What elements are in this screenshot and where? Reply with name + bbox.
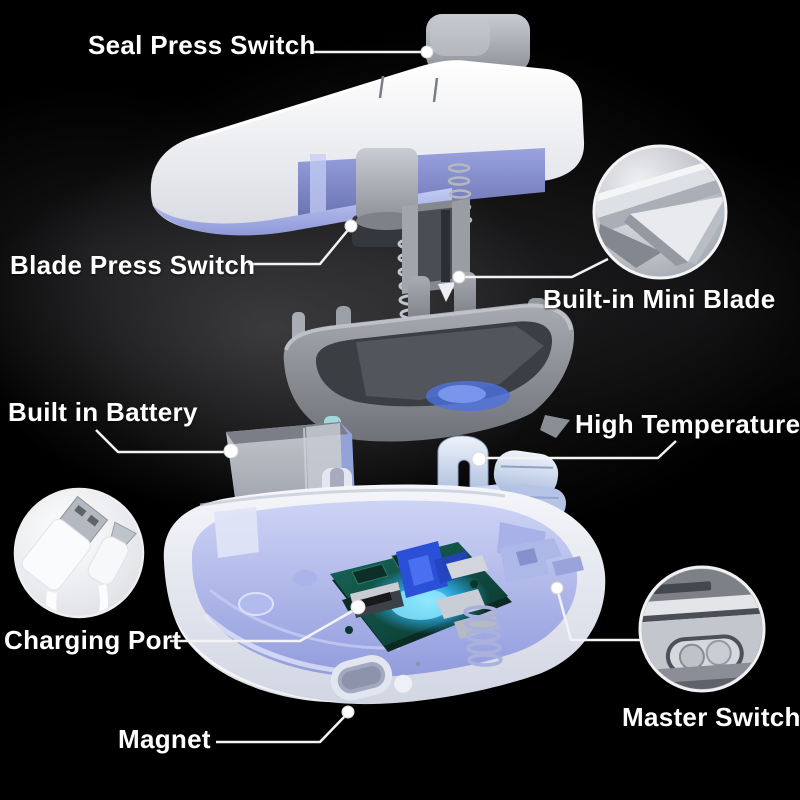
mini-blade-carrier	[402, 198, 470, 302]
label-built-in-mini-blade: Built-in Mini Blade	[543, 284, 776, 314]
mini-blade	[441, 210, 450, 282]
leader-lines	[95, 50, 677, 744]
label-seal-press-switch: Seal Press Switch	[88, 30, 316, 60]
mini-blade-inset	[592, 144, 728, 280]
master-switch-inset	[638, 565, 766, 693]
usb-a-plug	[21, 495, 109, 591]
label-charging-port: Charging Port	[4, 625, 182, 655]
leader-dots	[223, 45, 564, 719]
label-master-switch: Master Switch	[622, 702, 800, 732]
sealer-device	[150, 14, 606, 705]
label-magnet: Magnet	[118, 724, 211, 754]
leader-blade-press-switch	[248, 229, 349, 266]
circuit-board	[330, 541, 512, 652]
leader-built-in-mini-blade	[462, 257, 609, 279]
master-switch-part	[500, 538, 584, 583]
seal-press-knob	[426, 14, 530, 72]
micro-usb-plug	[87, 521, 137, 585]
leader-charging-port	[170, 607, 357, 643]
label-blade-press-switch: Blade Press Switch	[10, 250, 256, 280]
label-built-in-battery: Built in Battery	[8, 397, 198, 427]
leader-master-switch	[556, 591, 641, 642]
leader-built-in-battery	[95, 429, 228, 454]
leader-high-temperature	[484, 440, 677, 460]
plunger	[356, 148, 418, 222]
leader-magnet	[216, 714, 347, 744]
charging-cable-inset	[13, 487, 145, 619]
blue-bracket	[396, 541, 472, 598]
spring	[463, 605, 503, 667]
magnet-slot	[330, 655, 413, 701]
gasket-ring	[283, 272, 575, 444]
label-high-temperature: High Temperature	[575, 409, 800, 439]
